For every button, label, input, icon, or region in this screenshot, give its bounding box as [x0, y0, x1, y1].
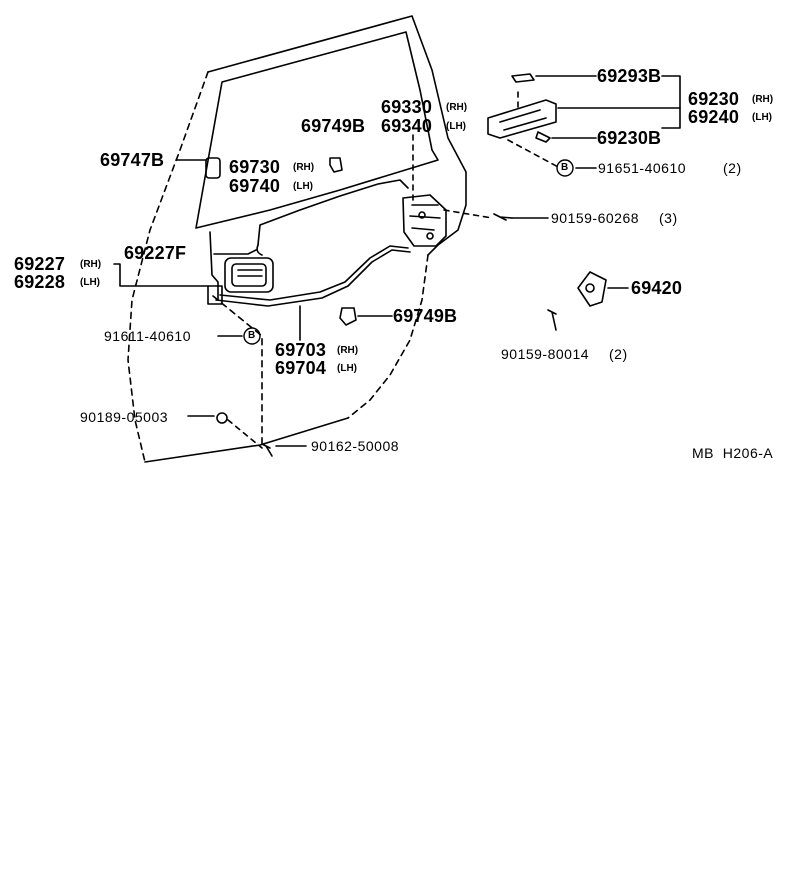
striker-plate — [577, 271, 607, 307]
circle-b-marker-bottom — [243, 327, 261, 345]
part-69703: 69703 — [275, 340, 327, 360]
part-69749b-top: 69749B — [301, 116, 366, 136]
outside-handle-shape — [487, 99, 557, 139]
part-69703-side: (RH) — [337, 345, 359, 356]
part-69730-side: (RH) — [293, 162, 315, 173]
part-91651-40610-qty: (2) — [723, 160, 742, 176]
part-69740-side: (LH) — [293, 181, 313, 192]
inside-handle-shape — [224, 257, 274, 293]
door-front-edge — [127, 71, 209, 463]
part-69704: 69704 — [275, 358, 327, 378]
part-69227f: 69227F — [124, 243, 187, 263]
door-lock-assembly — [402, 194, 447, 247]
part-69228-side: (LH) — [80, 277, 100, 288]
part-69340-side: (LH) — [446, 121, 466, 132]
lower-cable — [219, 245, 409, 301]
part-90162-50008: 90162-50008 — [311, 438, 400, 454]
part-90159-80014: 90159-80014 — [501, 346, 590, 362]
part-69420: 69420 — [631, 278, 683, 298]
part-69330: 69330 — [381, 97, 433, 117]
part-69227: 69227 — [14, 254, 66, 274]
part-91611-40610: 91611-40610 — [104, 328, 191, 344]
part-90159-60268: 90159-60268 — [551, 210, 640, 226]
circle-b-marker-top — [556, 159, 574, 177]
door-rear-lower-edge — [347, 254, 429, 419]
part-69230: 69230 — [688, 89, 740, 109]
part-69240: 69240 — [688, 107, 740, 127]
part-90189-05003: 90189-05003 — [80, 409, 169, 425]
part-69230b: 69230B — [597, 128, 662, 148]
upper-rod — [257, 179, 409, 246]
part-69227-side: (RH) — [80, 259, 102, 270]
circle-b-marker-bottom-letter: B — [248, 330, 256, 341]
part-69230-side: (RH) — [752, 94, 774, 105]
reference-code: MB H206-A — [692, 445, 774, 461]
part-69240-side: (LH) — [752, 112, 772, 123]
part-69228: 69228 — [14, 272, 66, 292]
part-69293b: 69293B — [597, 66, 662, 86]
part-69330-side: (RH) — [446, 102, 468, 113]
part-69730: 69730 — [229, 157, 281, 177]
part-90159-80014-qty: (2) — [609, 346, 628, 362]
part-69740: 69740 — [229, 176, 281, 196]
part-90159-60268-qty: (3) — [659, 210, 678, 226]
part-91651-40610: 91651-40610 — [598, 160, 687, 176]
door-lower-edge — [144, 417, 349, 463]
part-69747b: 69747B — [100, 150, 165, 170]
door-panel-outline — [207, 15, 467, 256]
circle-b-marker-top-letter: B — [561, 162, 569, 173]
part-69704-side: (LH) — [337, 363, 357, 374]
part-69340: 69340 — [381, 116, 433, 136]
part-69749b-bottom: 69749B — [393, 306, 458, 326]
window-frame — [195, 31, 439, 229]
